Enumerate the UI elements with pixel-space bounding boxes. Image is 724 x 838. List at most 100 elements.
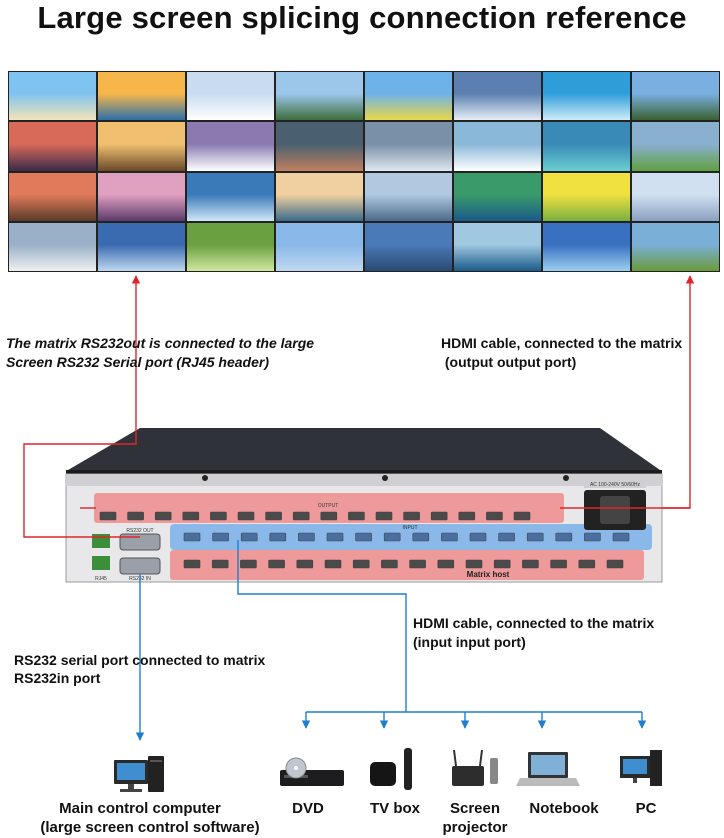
- hdmi-output-port-2: [127, 511, 144, 521]
- source-label-pc: PC: [635, 800, 657, 817]
- wall-screen-27: [187, 222, 274, 271]
- matrix-host: AC 100-240V 50/60Hz OUTPUT INPUT Matrix …: [65, 428, 663, 583]
- wall-screen-4: [276, 72, 363, 121]
- projector-icon: [452, 749, 498, 786]
- wall-screen-11: [187, 122, 274, 171]
- wall-screen-8: [632, 72, 719, 121]
- hdmi-input-port-10: [441, 532, 458, 542]
- wall-screen-20: [276, 172, 363, 221]
- rs232in-label-1: RS232 serial port connected to matrix: [14, 652, 266, 668]
- wall-screen-17: [9, 172, 96, 221]
- rs232out-label-1: The matrix RS232out is connected to the …: [6, 335, 315, 351]
- hdmi-input-port-6: [326, 532, 344, 542]
- rs232-out-port: [119, 533, 161, 551]
- hdmi-output-port-3: [154, 511, 172, 521]
- hdmi-input-label-1: HDMI cable, connected to the matrix: [413, 615, 655, 631]
- wall-screen-7: [543, 72, 630, 121]
- hdmi-output-port-b-13: [522, 559, 539, 569]
- wall-screen-6: [454, 72, 541, 121]
- hdmi-output-port-b-5: [296, 559, 314, 569]
- hdmi-output-port-b-8: [381, 559, 398, 569]
- hdmi-input-port-5: [298, 532, 315, 542]
- hdmi-input-port-15: [584, 532, 601, 542]
- hdmi-output-port-7: [265, 511, 282, 521]
- wall-screen-1: [9, 72, 96, 121]
- hdmi-input-port-13: [526, 532, 544, 542]
- hdmi-input-port-14: [555, 532, 573, 542]
- wall-screen-24: [632, 172, 719, 221]
- wall-screen-23: [543, 172, 630, 221]
- rs232out-label-2: Screen RS232 Serial port (RJ45 header): [6, 354, 270, 370]
- source-label-tvbox: TV box: [369, 800, 420, 817]
- hdmi-output-port-b-2: [211, 559, 229, 569]
- wall-screen-5: [365, 72, 452, 121]
- hdmi-input-port-3: [240, 532, 258, 542]
- hdmi-input-port-1: [183, 532, 201, 542]
- source-label-projector: Screen projector: [442, 800, 508, 836]
- hdmi-output-port-b-6: [324, 559, 342, 569]
- output-port-band-2: [170, 550, 644, 580]
- rs232out-line: [23, 275, 141, 538]
- wall-screen-16: [632, 122, 719, 171]
- hdmi-output-port-4: [182, 511, 200, 521]
- hdmi-input-port-4: [269, 532, 287, 542]
- wall-screen-15: [543, 122, 630, 171]
- wall-screen-31: [543, 222, 630, 271]
- hdmi-input-port-11: [469, 532, 487, 542]
- hdmi-output-label-2: (output output port): [441, 354, 577, 370]
- hdmi-output-port-b-9: [409, 559, 426, 569]
- dvd-icon: [280, 757, 344, 786]
- wall-screen-10: [98, 122, 185, 171]
- notebook-icon: [516, 752, 580, 786]
- wall-screen-21: [365, 172, 452, 221]
- hdmi-output-port-b-4: [268, 559, 285, 569]
- rj45-label: RJ45: [95, 576, 107, 582]
- wall-screen-13: [365, 122, 452, 171]
- hdmi-output-port-11: [375, 511, 393, 521]
- wall-screen-25: [9, 222, 96, 271]
- wall-screen-22: [454, 172, 541, 221]
- source-label-dvd: DVD: [292, 800, 324, 817]
- hdmi-output-port-15: [486, 511, 503, 521]
- hdmi-output-port-10: [348, 511, 365, 521]
- hdmi-input-port-2: [212, 532, 229, 542]
- hdmi-output-port-b-12: [493, 559, 511, 569]
- wall-screen-14: [454, 122, 541, 171]
- rs232in-label-2: RS232in port: [14, 670, 101, 686]
- output-label: OUTPUT: [318, 503, 339, 509]
- wall-screen-18: [98, 172, 185, 221]
- wall-screen-30: [454, 222, 541, 271]
- video-wall: [8, 71, 720, 272]
- hdmi-output-port-13: [430, 511, 448, 521]
- rj45-port-2: [92, 556, 110, 570]
- hdmi-output-port-12: [403, 511, 420, 521]
- hdmi-output-port-b-3: [240, 559, 257, 569]
- hdmi-input-port-7: [355, 532, 372, 542]
- computer-label-1: Main control computer: [59, 800, 221, 817]
- hdmi-output-port-b-1: [183, 559, 201, 569]
- hdmi-output-port-5: [210, 511, 227, 521]
- hdmi-output-port-16: [513, 511, 531, 521]
- input-label: INPUT: [403, 525, 418, 531]
- hdmi-output-port-14: [458, 511, 476, 521]
- hdmi-input-label-2: (input input port): [413, 634, 526, 650]
- power-label: AC 100-240V 50/60Hz: [590, 482, 641, 488]
- wall-screen-12: [276, 122, 363, 171]
- hdmi-output-port-b-7: [352, 559, 370, 569]
- rj45-port-1: [92, 534, 110, 548]
- hdmi-input-port-16: [612, 532, 630, 542]
- tv-box-icon: [370, 748, 412, 790]
- computer-icon: [114, 756, 164, 792]
- page-title: Large screen splicing connection referen…: [37, 0, 687, 35]
- rs232out-label: RS232 OUT: [126, 528, 153, 534]
- hdmi-input-port-8: [383, 532, 401, 542]
- wall-screen-28: [276, 222, 363, 271]
- wall-screen-19: [187, 172, 274, 221]
- hdmi-input-port-12: [498, 532, 515, 542]
- computer-label-2: (large screen control software): [40, 819, 260, 836]
- hdmi-output-port-6: [237, 511, 255, 521]
- hdmi-output-port-b-15: [578, 559, 596, 569]
- wall-screen-3: [187, 72, 274, 121]
- wall-screen-2: [98, 72, 185, 121]
- hdmi-output-port-b-14: [550, 559, 567, 569]
